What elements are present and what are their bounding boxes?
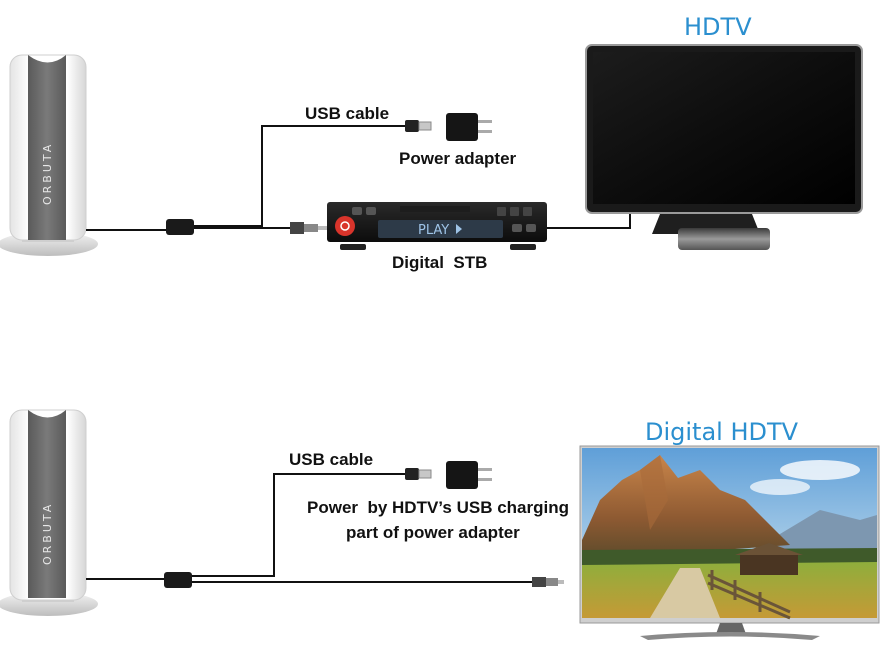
bottom-antenna-brand: ORBUTA <box>41 502 54 565</box>
digital-hdtv-title: Digital HDTV <box>645 418 799 446</box>
top-antenna <box>0 54 98 256</box>
bottom-usb-plug <box>405 468 432 480</box>
top-cable-splitter <box>166 219 194 235</box>
bottom-cable-splitter <box>164 572 192 588</box>
stb-display-text: PLAY <box>418 223 449 238</box>
hdtv-monitor <box>585 44 863 250</box>
stb-play-icon <box>456 224 462 234</box>
top-usb-cable-label: USB cable <box>305 104 390 123</box>
top-usb-plug <box>405 120 432 132</box>
bottom-power-adapter <box>446 461 492 489</box>
hdtv-title: HDTV <box>684 13 752 41</box>
digital-stb-box <box>327 202 547 250</box>
bottom-coax-connector <box>532 577 564 587</box>
bottom-cables <box>86 473 532 583</box>
power-by-hdtv-label: Power by HDTV’s USB charging <box>307 498 569 517</box>
top-cables <box>86 125 631 231</box>
top-antenna-brand: ORBUTA <box>41 142 54 205</box>
top-power-adapter-label: Power adapter <box>399 149 517 168</box>
bottom-usb-cable-label: USB cable <box>289 450 374 469</box>
digital-stb-label: Digital STB <box>392 253 488 272</box>
part-of-adapter-label: part of power adapter <box>346 523 520 542</box>
bottom-antenna <box>0 409 98 616</box>
top-power-adapter <box>446 113 492 141</box>
digital-hdtv <box>579 445 880 640</box>
top-coax-connector <box>290 222 328 234</box>
